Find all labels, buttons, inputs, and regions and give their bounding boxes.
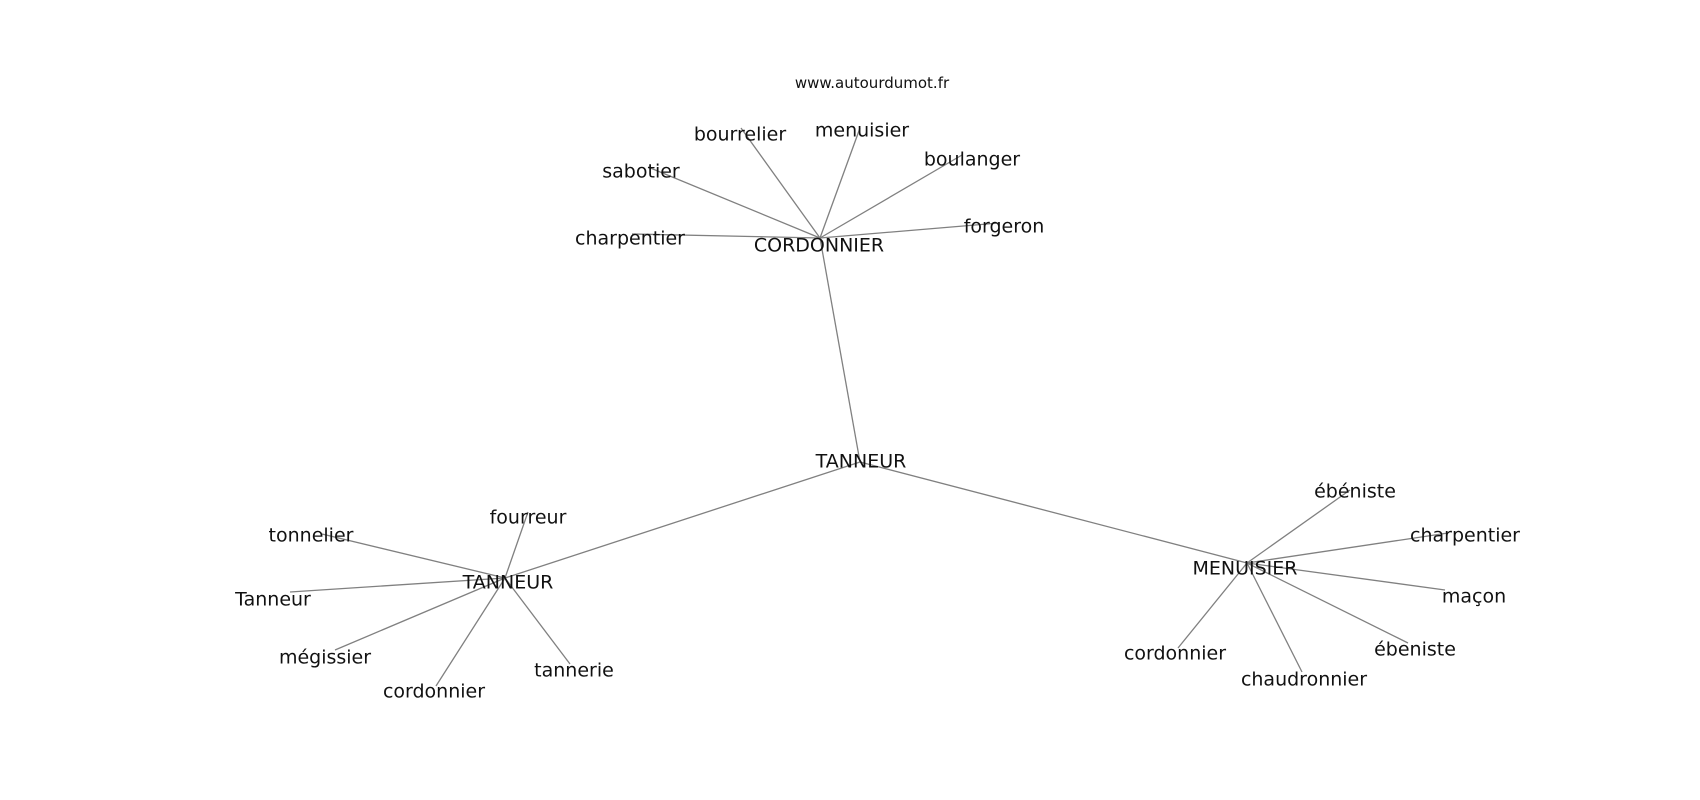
node-label-t_tonnelier[interactable]: tonnelier	[269, 525, 354, 547]
edge-cordonnier_hub-c_charpentier	[631, 233, 821, 239]
edge-menuisier_hub-m_ebeniste2	[1246, 562, 1409, 644]
edge-cordonnier_hub-c_bourrelier	[740, 127, 821, 239]
node-label-m_chaudronnier[interactable]: chaudronnier	[1241, 669, 1367, 691]
edges-layer	[289, 127, 1449, 687]
node-label-c_sabotier[interactable]: sabotier	[602, 161, 680, 183]
edge-cordonnier_hub-c_forgeron	[819, 222, 1000, 239]
node-label-t_Tanneur[interactable]: Tanneur	[234, 589, 311, 611]
edge-root-cordonnier_hub	[819, 237, 861, 463]
node-label-m_cordonnier[interactable]: cordonnier	[1124, 643, 1226, 665]
node-label-c_menuisier[interactable]: menuisier	[815, 120, 909, 142]
node-label-c_forgeron[interactable]: forgeron	[964, 216, 1045, 238]
edge-menuisier_hub-m_chaudronnier	[1246, 562, 1303, 673]
node-label-m_ebeniste1[interactable]: ébéniste	[1314, 481, 1396, 503]
node-label-menuisier_hub[interactable]: MENUISIER	[1193, 558, 1298, 580]
node-label-root[interactable]: TANNEUR	[815, 451, 907, 473]
edge-tanneur_hub-t_tannerie	[504, 577, 571, 665]
node-label-m_ebeniste2[interactable]: ébeniste	[1374, 639, 1456, 661]
edge-cordonnier_hub-c_boulanger	[819, 154, 963, 239]
edge-menuisier_hub-m_cordonnier	[1177, 562, 1248, 649]
edge-cordonnier_hub-c_menuisier	[819, 127, 861, 239]
node-label-m_macon[interactable]: maçon	[1442, 586, 1506, 608]
edge-menuisier_hub-m_macon	[1246, 562, 1446, 591]
edge-root-tanneur_hub	[504, 461, 861, 579]
edge-tanneur_hub-t_megissier	[334, 577, 506, 651]
nodes-layer: TANNEUR CORDONNIER TANNEUR MENUISIER bourrel…	[234, 120, 1520, 703]
edge-tanneur_hub-t_tonnelier	[321, 533, 506, 579]
edge-tanneur_hub-t_fourreur	[504, 511, 529, 579]
edge-tanneur_hub-t_Tanneur	[289, 577, 506, 593]
edge-root-menuisier_hub	[859, 461, 1248, 564]
node-label-t_fourreur[interactable]: fourreur	[490, 507, 567, 529]
site-watermark: www.autourdumot.fr	[795, 74, 950, 92]
node-label-t_tannerie[interactable]: tannerie	[534, 660, 614, 682]
node-label-t_cordonnier[interactable]: cordonnier	[383, 681, 485, 703]
edge-menuisier_hub-m_ebeniste1	[1246, 489, 1351, 564]
node-label-c_bourrelier[interactable]: bourrelier	[694, 124, 787, 146]
edge-menuisier_hub-m_charpentier	[1246, 532, 1449, 564]
node-label-c_boulanger[interactable]: boulanger	[924, 149, 1020, 171]
edge-cordonnier_hub-c_sabotier	[647, 166, 821, 239]
node-label-m_charpentier[interactable]: charpentier	[1410, 525, 1520, 547]
node-label-c_charpentier[interactable]: charpentier	[575, 228, 685, 250]
node-label-t_megissier[interactable]: mégissier	[279, 647, 371, 669]
node-label-cordonnier_hub[interactable]: CORDONNIER	[754, 235, 884, 257]
node-label-tanneur_hub[interactable]: TANNEUR	[462, 572, 554, 594]
edge-tanneur_hub-t_cordonnier	[435, 577, 506, 687]
